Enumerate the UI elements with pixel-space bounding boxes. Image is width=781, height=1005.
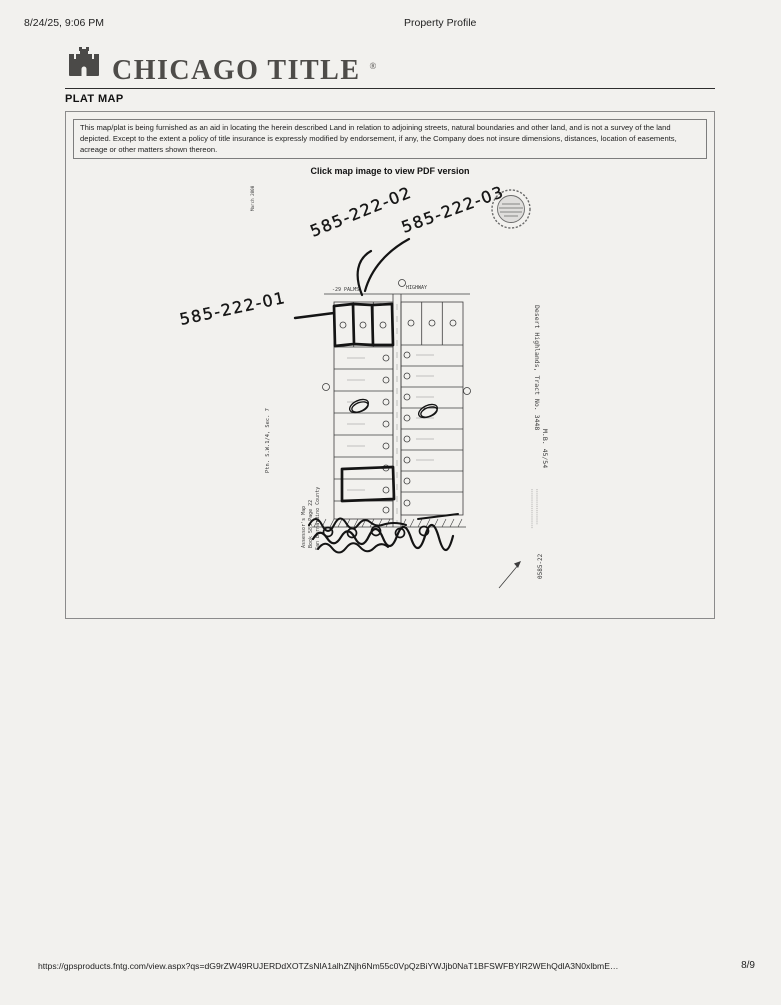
assessor-label-line2: Book 585 Page 22 xyxy=(308,500,314,548)
handwritten-annotations: 585-222-02 585-222-03 585-222-01 xyxy=(178,182,507,554)
street-label-right: HIGHWAY xyxy=(406,285,427,291)
annotation-pointer-02 xyxy=(356,249,373,297)
disclaimer-text: This map/plat is being furnished as an a… xyxy=(73,119,707,160)
chicago-title-logo: CHICAGO TITLE ® xyxy=(64,46,377,86)
footer-url: https://gpsproducts.fntg.com/view.aspx?q… xyxy=(38,961,619,971)
handwritten-apn-01: 585-222-01 xyxy=(178,288,288,329)
logo-divider xyxy=(65,88,715,89)
plat-map-heading: PLAT MAP xyxy=(65,93,124,105)
section-label: Ptn. S.W.1/4, Sec. 7 xyxy=(265,408,271,473)
oval-scribble xyxy=(348,398,439,419)
assessor-label-line3: San Bernardino County xyxy=(315,487,321,550)
map-caption: Click map image to view PDF version xyxy=(310,166,470,177)
handwritten-apn-02: 585-222-02 xyxy=(307,183,414,241)
annotation-pointer-01 xyxy=(293,311,336,320)
castle-icon xyxy=(64,46,104,85)
strikeout-scribbles xyxy=(308,513,459,554)
plat-map-svg[interactable]: -29 PALMS HIGHWAY Desert Highlands, Trac… xyxy=(66,167,716,617)
print-datetime: 8/24/25, 9:06 PM xyxy=(24,17,104,29)
print-page-title: Property Profile xyxy=(404,17,477,29)
notary-seal-icon xyxy=(491,189,531,229)
annotation-pointer-03 xyxy=(363,237,411,293)
north-arrow-icon xyxy=(498,561,521,589)
footer-page-number: 8/9 xyxy=(741,960,755,971)
parcel-highlight-bottom xyxy=(340,465,396,503)
printed-plat xyxy=(312,279,538,589)
date-note-label: March 2000 xyxy=(250,185,255,211)
document-frame: This map/plat is being furnished as an a… xyxy=(65,111,715,619)
street-label-left: -29 PALMS xyxy=(332,287,359,293)
tract-label-line2: M.B. 45/54 xyxy=(541,429,549,468)
registered-mark: ® xyxy=(369,61,377,71)
brand-name: CHICAGO TITLE xyxy=(112,55,361,86)
handwritten-apn-03: 585-222-03 xyxy=(399,182,507,237)
plat-map-image[interactable]: -29 PALMS HIGHWAY Desert Highlands, Trac… xyxy=(66,167,716,617)
parcel-highlight-top xyxy=(332,302,395,348)
assessor-label-line1: Assessor's Map xyxy=(301,506,307,548)
tract-label-line1: Desert Highlands, Tract No. 3448 xyxy=(533,305,541,430)
map-number-label: 0585-22 xyxy=(537,553,544,579)
